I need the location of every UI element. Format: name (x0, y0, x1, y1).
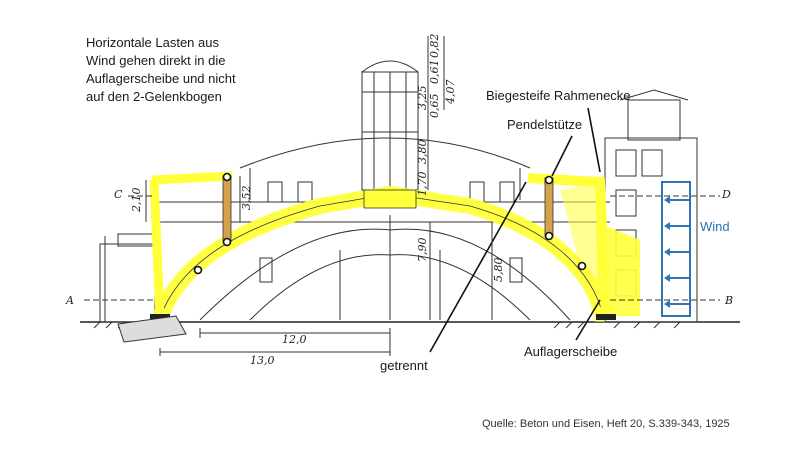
intro-line-3: Auflagerscheibe und nicht (86, 71, 236, 86)
section-mark-a: A (65, 294, 74, 307)
left-frame (149, 171, 233, 319)
wind-load-arrows (661, 181, 691, 317)
intro-text: Horizontale Lasten aus Wind gehen direkt… (86, 34, 276, 106)
pendulum-post-right (544, 177, 554, 237)
dim-0-82: 0,82 (428, 34, 441, 59)
intro-line-4: auf den 2-Gelenkbogen (86, 89, 222, 104)
left-annex (99, 233, 156, 323)
section-mark-b: B (724, 294, 733, 307)
intro-line-2: Wind gehen direkt in die (86, 53, 226, 68)
dim-5-80: 5,80 (492, 258, 505, 283)
dim-4-07: 4,07 (444, 80, 457, 106)
dim-span-inner: 12,0 (282, 333, 307, 346)
label-getrennt: getrennt (380, 358, 428, 373)
dim-7-90: 7,90 (416, 238, 429, 263)
dim-0-65: 0,65 (428, 94, 441, 119)
lantern-tower (361, 60, 419, 191)
label-biegesteife-rahmenecke: Biegesteife Rahmenecke (486, 88, 631, 103)
leader-rahmenecke (587, 107, 601, 173)
dim-3-25: 3,25 (416, 86, 429, 111)
dim-3-52: 3,52 (240, 186, 253, 211)
section-mark-d: D (721, 188, 731, 201)
label-wind: Wind (700, 219, 730, 234)
label-auflagerscheibe: Auflagerscheibe (524, 344, 618, 359)
dim-1-70: 1,70 (416, 172, 429, 197)
source-citation: Quelle: Beton und Eisen, Heft 20, S.339-… (482, 418, 730, 430)
dim-0-61: 0,61 (428, 60, 441, 85)
leader-auflager (575, 299, 601, 341)
bearing-right (596, 314, 616, 320)
intro-line-1: Horizontale Lasten aus (86, 35, 219, 50)
section-mark-c: C (114, 188, 123, 201)
label-pendelstuetze: Pendelstütze (507, 117, 583, 132)
bearing-left (150, 314, 170, 320)
dim-3-80: 3,80 (416, 140, 429, 165)
pendulum-post-left (222, 175, 232, 243)
crown-block (363, 189, 417, 209)
dim-2-10: 2,10 (130, 188, 143, 214)
dim-span-outer: 13,0 (250, 354, 275, 367)
leader-getrennt (429, 181, 527, 353)
leader-pendel (551, 135, 573, 177)
